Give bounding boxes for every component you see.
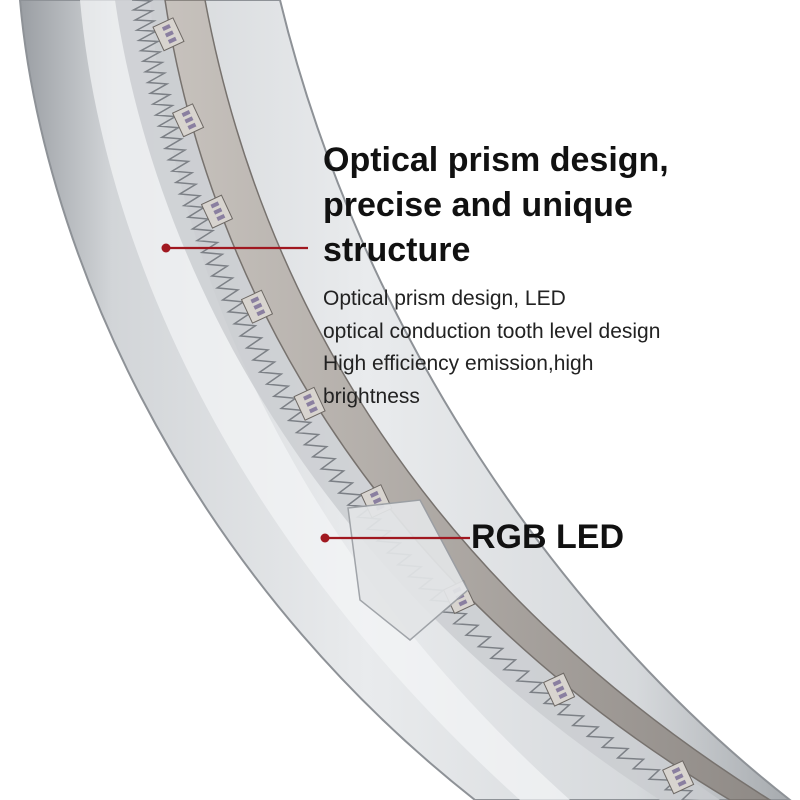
prism-description-line-2: optical conduction tooth level design — [323, 319, 661, 343]
pcb-strip — [164, 0, 772, 800]
prism-teeth-zigzag — [130, 0, 701, 800]
prism-description-line-4: brightness — [323, 384, 420, 408]
prism-headline: Optical prism design, precise and unique… — [323, 138, 783, 273]
prism-description-line-1: Optical prism design, LED — [323, 287, 566, 310]
end-cap — [347, 499, 469, 641]
tube-channel — [115, 0, 720, 800]
prism-teeth — [130, 0, 701, 800]
led-chip — [152, 17, 185, 52]
led-chip — [171, 103, 205, 138]
rgb-led-label: RGB LED — [471, 518, 624, 556]
prism-description-line-3: High efficiency emission,high — [323, 352, 594, 375]
led-chip — [662, 760, 695, 795]
led-chip — [240, 289, 274, 324]
prism-headline-line-3: structure — [323, 231, 471, 269]
led-chip — [542, 672, 576, 707]
prism-headline-line-1: Optical prism design, — [323, 141, 669, 179]
tube-highlight — [80, 0, 570, 800]
prism-headline-line-2: precise and unique — [323, 186, 633, 224]
led-chip — [200, 194, 234, 229]
prism-description: Optical prism design, LED optical conduc… — [323, 283, 743, 413]
led-chip — [293, 386, 326, 421]
